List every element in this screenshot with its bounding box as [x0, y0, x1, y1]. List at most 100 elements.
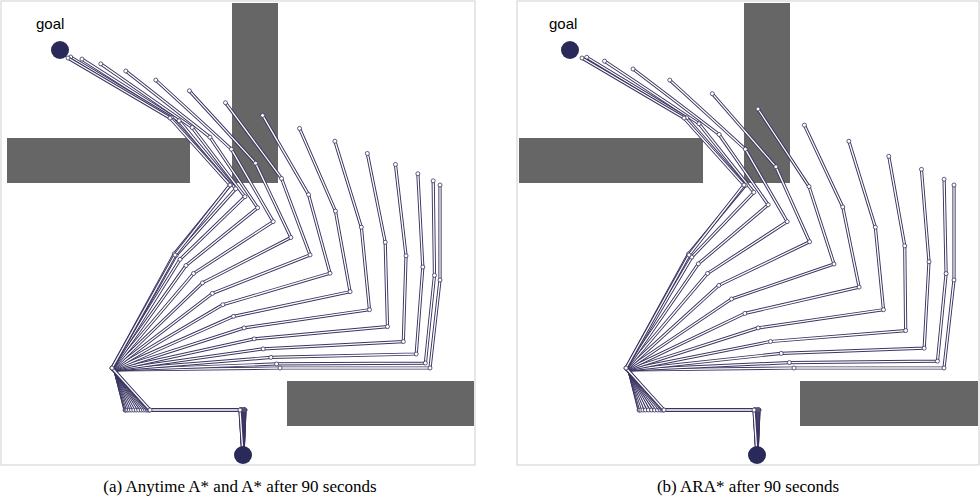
arm-joint — [752, 408, 756, 412]
obstacle — [232, 3, 278, 183]
arm-joint — [210, 291, 214, 295]
arm-joint — [242, 326, 246, 330]
panel-b — [517, 1, 979, 465]
arm-joint — [787, 361, 791, 365]
arm-link — [587, 57, 757, 455]
arm-link — [629, 179, 946, 455]
arm-joint — [333, 209, 337, 213]
arm-link — [68, 58, 243, 455]
arm-joint — [200, 281, 204, 285]
arm-joint — [802, 123, 806, 127]
arm-joint — [668, 78, 672, 82]
arm-link-outline — [626, 69, 768, 455]
goal-marker — [51, 41, 69, 59]
arm-joint — [935, 359, 939, 363]
arm-link-outline — [587, 57, 757, 455]
arm-pose — [66, 56, 243, 455]
arm-joint — [580, 56, 584, 60]
arm-joint — [904, 329, 908, 333]
arm-link — [71, 57, 243, 455]
arm-pose — [624, 67, 770, 455]
arm-link-outline — [628, 125, 859, 455]
arm-pose — [69, 55, 243, 455]
arm-joint — [742, 183, 746, 187]
arm-joint — [952, 278, 956, 282]
panel-border — [1, 1, 475, 465]
arm-link-outline — [582, 58, 757, 455]
goal-label: goal — [36, 16, 64, 33]
arm-joint — [438, 278, 442, 282]
arm-joint — [367, 308, 371, 312]
arm-joint — [952, 183, 956, 187]
obstacle — [800, 381, 978, 426]
arm-joint — [942, 366, 946, 370]
arm-joint — [154, 78, 158, 82]
arm-joint — [785, 220, 789, 224]
arm-joint — [752, 408, 756, 412]
arm-joint — [779, 351, 783, 355]
arm-joint — [239, 408, 243, 412]
arm-joint — [807, 185, 811, 189]
arm-joint — [697, 122, 701, 126]
arm-joint — [99, 62, 103, 66]
arm-joint — [687, 253, 691, 257]
arm-joint — [903, 244, 907, 248]
arm-joint — [706, 271, 710, 275]
arm-joint — [438, 183, 442, 187]
goal-marker — [561, 41, 579, 59]
arm-joint — [710, 92, 714, 96]
arm-joint — [348, 290, 352, 294]
arm-joint — [756, 107, 760, 111]
arm-joint — [275, 362, 279, 366]
arm-joint — [756, 326, 760, 330]
arm-joint — [333, 139, 337, 143]
arm-joint — [428, 366, 432, 370]
arm-joint — [359, 225, 363, 229]
arm-joint — [624, 366, 628, 370]
arm-link-outline — [629, 179, 946, 455]
arm-joint — [730, 297, 734, 301]
arm-joint — [208, 135, 212, 139]
arm-joint — [148, 408, 152, 412]
arm-joint — [919, 167, 923, 171]
arm-joint — [238, 408, 242, 412]
arm-joint — [110, 366, 114, 370]
arm-joint — [752, 190, 756, 194]
arm-joint — [298, 126, 302, 130]
arm-joint — [178, 257, 182, 261]
arm-joint — [177, 119, 181, 123]
base-marker — [234, 446, 252, 464]
arm-joint — [328, 271, 332, 275]
arm-pose — [627, 167, 931, 455]
arm-joint — [717, 283, 721, 287]
arm-joint — [774, 165, 778, 169]
arm-joint — [190, 126, 194, 130]
arm-joint — [753, 408, 757, 412]
arm-joint — [289, 236, 293, 240]
arm-joint — [66, 56, 70, 60]
arm-joint — [110, 366, 114, 370]
arm-joint — [385, 325, 389, 329]
ground — [0, 466, 980, 501]
arm-link-outline — [71, 57, 243, 455]
arm-joint — [168, 116, 172, 120]
arm-link — [628, 125, 859, 455]
arm-joint — [278, 366, 282, 370]
arm-pose — [80, 57, 243, 455]
arm-joint — [148, 408, 152, 412]
arm-joint — [873, 225, 877, 229]
arm-joint — [243, 195, 247, 199]
base-marker — [748, 446, 766, 464]
obstacle — [519, 138, 703, 183]
arm-link — [626, 69, 768, 455]
arm-joint — [662, 408, 666, 412]
arm-joint — [365, 151, 369, 155]
arm-joint — [228, 183, 232, 187]
arm-joint — [173, 253, 177, 257]
arm-joint — [228, 183, 232, 187]
arm-joint — [431, 179, 435, 183]
arm-joint — [927, 260, 931, 264]
arm-joint — [887, 154, 891, 158]
